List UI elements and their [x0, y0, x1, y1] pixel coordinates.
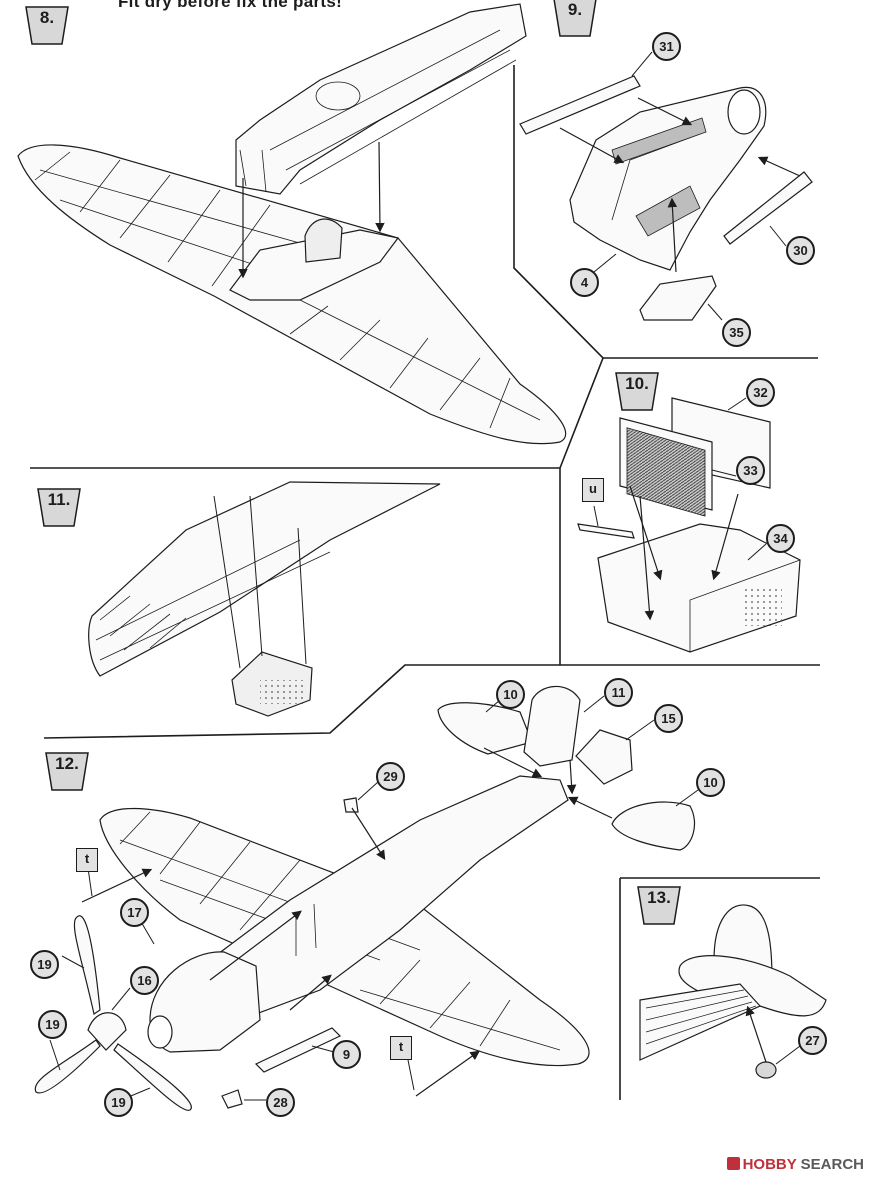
part-callout-19-bottom: 19 — [104, 1088, 133, 1117]
part-callout-35: 35 — [722, 318, 751, 347]
part-29 — [343, 797, 359, 813]
fuselage-top-half — [235, 3, 527, 195]
cockpit-floor — [229, 229, 400, 301]
step-11-drawing — [88, 481, 441, 717]
part-callout-30: 30 — [786, 236, 815, 265]
exhaust-part-9 — [254, 1027, 342, 1073]
watermark-brand-red: HOBBY — [742, 1156, 797, 1173]
fin-part-11 — [523, 685, 581, 767]
part-tag-t-left: t — [76, 848, 98, 872]
step-number: 13. — [647, 888, 671, 907]
spinner-part-16 — [87, 1012, 127, 1051]
hobby-search-logo-icon — [726, 1157, 740, 1170]
step-number: 9. — [567, 0, 583, 19]
step-badge-shape — [615, 372, 659, 411]
step-badge-shape — [25, 6, 69, 45]
part-tag-u: u — [582, 478, 604, 502]
part-callout-29: 29 — [376, 762, 405, 791]
step-badge-shape — [553, 0, 597, 37]
rail-part-30 — [723, 171, 813, 245]
step-badge-9: 9. — [552, 0, 598, 40]
watermark-brand-rest: SEARCH — [796, 1156, 864, 1173]
part-28 — [221, 1089, 243, 1109]
step-9-drawing — [519, 75, 813, 321]
instruction-note: Fit dry before fix the parts! — [118, 0, 343, 11]
part-callout-10-lower: 10 — [696, 768, 725, 797]
step-badge-shape — [45, 752, 89, 791]
part-callout-19-top: 19 — [30, 950, 59, 979]
part-callout-11: 11 — [604, 678, 633, 707]
stabilizer-10-upper — [437, 702, 533, 755]
step-badge-shape — [37, 488, 81, 527]
seat — [304, 218, 343, 263]
panel-part-35 — [639, 275, 717, 321]
prop-blade-upper — [73, 915, 101, 1015]
part-callout-34: 34 — [766, 524, 795, 553]
part-callout-15: 15 — [654, 704, 683, 733]
step-8-drawing — [17, 3, 567, 445]
part-callout-32: 32 — [746, 378, 775, 407]
panel-shaded-floor — [635, 185, 701, 237]
step-badge-10: 10. — [614, 370, 660, 414]
prop-blade-left — [34, 1039, 101, 1094]
step-badge-13: 13. — [636, 884, 682, 928]
part-callout-10-upper: 10 — [496, 680, 525, 709]
part-callout-19-left: 19 — [38, 1010, 67, 1039]
cockpit-tub-part-4 — [569, 86, 767, 271]
step-12-drawing — [34, 685, 695, 1111]
step-badge-11: 11. — [36, 486, 82, 530]
step-number: 10. — [625, 374, 649, 393]
section-dividers — [30, 65, 820, 1100]
wing-underside — [88, 481, 441, 677]
prop-blade-right — [113, 1043, 192, 1111]
step-badge-shape — [637, 886, 681, 925]
step-badge-12: 12. — [44, 750, 90, 794]
rudder-part-15 — [575, 729, 633, 785]
part-tag-t-right: t — [390, 1036, 412, 1060]
tailwheel-part-27 — [755, 1061, 777, 1079]
step-badge-8: 8. — [24, 4, 70, 48]
step-number: 12. — [55, 754, 79, 773]
step-number: 8. — [39, 8, 55, 27]
tailplane-13 — [678, 955, 827, 1017]
part-callout-16: 16 — [130, 966, 159, 995]
step-number: 11. — [47, 490, 71, 509]
part-callout-27: 27 — [798, 1026, 827, 1055]
hobby-search-watermark: HOBBY SEARCH — [726, 1156, 864, 1173]
part-callout-33: 33 — [736, 456, 765, 485]
rail-part-31 — [519, 75, 641, 135]
rod-part-u — [577, 523, 635, 539]
part-callout-9: 9 — [332, 1040, 361, 1069]
part-callout-17: 17 — [120, 898, 149, 927]
part-callout-4: 4 — [570, 268, 599, 297]
fuselage-rear-13 — [639, 983, 761, 1061]
part-callout-31: 31 — [652, 32, 681, 61]
stabilizer-10-lower — [611, 801, 695, 851]
step-13-drawing — [639, 904, 827, 1079]
step-10-drawing — [577, 397, 801, 653]
part-callout-28: 28 — [266, 1088, 295, 1117]
